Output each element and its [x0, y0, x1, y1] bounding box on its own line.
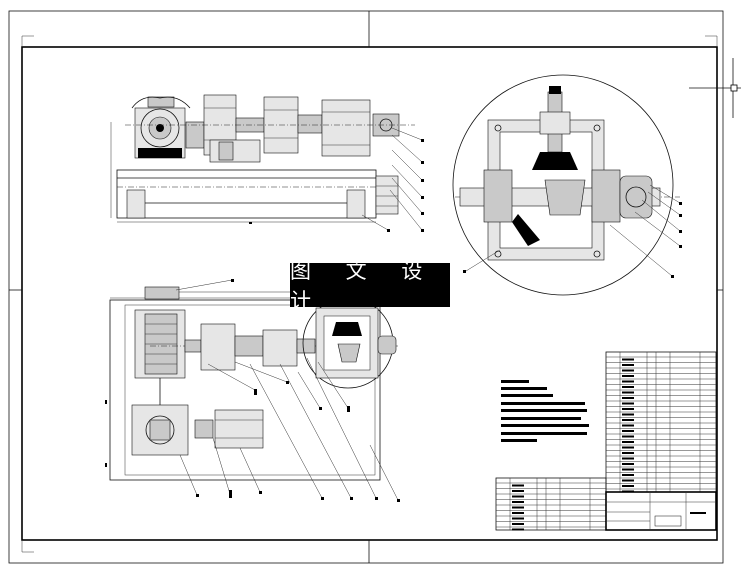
table-cell-text: [622, 402, 634, 405]
table-cell-text: [622, 430, 634, 432]
orientation-mark: [689, 58, 741, 118]
bottom-parts-table: [495, 477, 607, 531]
plan-view-leaders: [175, 279, 400, 502]
table-cell-text: [622, 441, 634, 443]
table-cell-text: [622, 369, 634, 372]
table-cell-text: [622, 408, 634, 410]
table-cell-text: [512, 512, 524, 514]
table-cell-text: [512, 523, 524, 525]
table-cell-text: [512, 495, 524, 498]
detail-circle-view: [452, 74, 680, 296]
table-cell-text: [622, 375, 634, 377]
table-cell-text: [622, 419, 634, 421]
table-cell-text: [512, 490, 524, 492]
table-cell-text: [622, 474, 634, 476]
table-cell-text: [622, 446, 634, 449]
table-cell-text: [622, 386, 634, 388]
table-cell-text: [622, 435, 634, 438]
table-cell-text: [512, 501, 524, 503]
table-cell-text: [622, 457, 634, 460]
parts-list-table: [605, 351, 717, 493]
detail-view-leaders: [463, 184, 682, 278]
table-cell-text: [512, 506, 524, 509]
plan-view: [105, 286, 400, 481]
table-cell-text: [622, 391, 634, 394]
table-cell-text: [622, 468, 634, 471]
table-cell-text: [622, 358, 634, 361]
table-cell-text: [622, 413, 634, 416]
table-cell-text: [622, 424, 634, 427]
table-cell-text: [622, 452, 634, 454]
watermark-banner: 图 文 设 计: [290, 259, 450, 313]
table-cell-text: [512, 484, 524, 487]
table-cell-text: [622, 463, 634, 465]
table-cell-text: [622, 397, 634, 399]
table-cell-text: [512, 517, 524, 520]
sheet-border: [8, 10, 724, 564]
title-block: [605, 491, 717, 531]
technical-notes-block: [501, 380, 589, 442]
table-cell-text: [622, 364, 634, 366]
table-cell-text: [622, 380, 634, 383]
table-cell-text: [622, 479, 634, 482]
front-view-leaders: [361, 127, 424, 232]
front-elevation-view: [110, 94, 415, 224]
table-cell-text: [622, 485, 634, 487]
table-cell-text: [512, 528, 524, 531]
